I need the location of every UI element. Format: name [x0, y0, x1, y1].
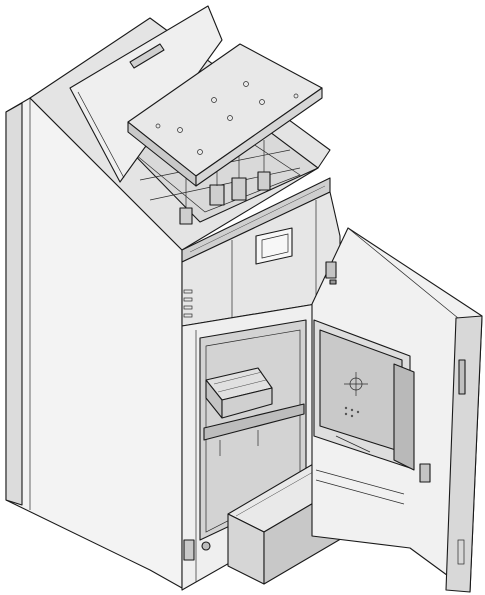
- hopper-mechanism: [179, 140, 271, 225]
- door-hinges: [325, 261, 431, 483]
- ventilation-slots: [183, 289, 193, 318]
- hopper-lid[interactable]: [69, 5, 223, 183]
- control-panel: [181, 191, 341, 327]
- door-hinge-bottom: [183, 539, 211, 561]
- front-door[interactable]: [311, 227, 483, 593]
- burner-pot[interactable]: [205, 367, 273, 419]
- inner-door-plate: [313, 319, 415, 471]
- door-handle[interactable]: [457, 359, 466, 565]
- left-side-panel: [5, 97, 183, 589]
- display-window: [255, 227, 293, 265]
- lid-handle: [129, 43, 165, 69]
- top-cover-plate: [127, 43, 323, 187]
